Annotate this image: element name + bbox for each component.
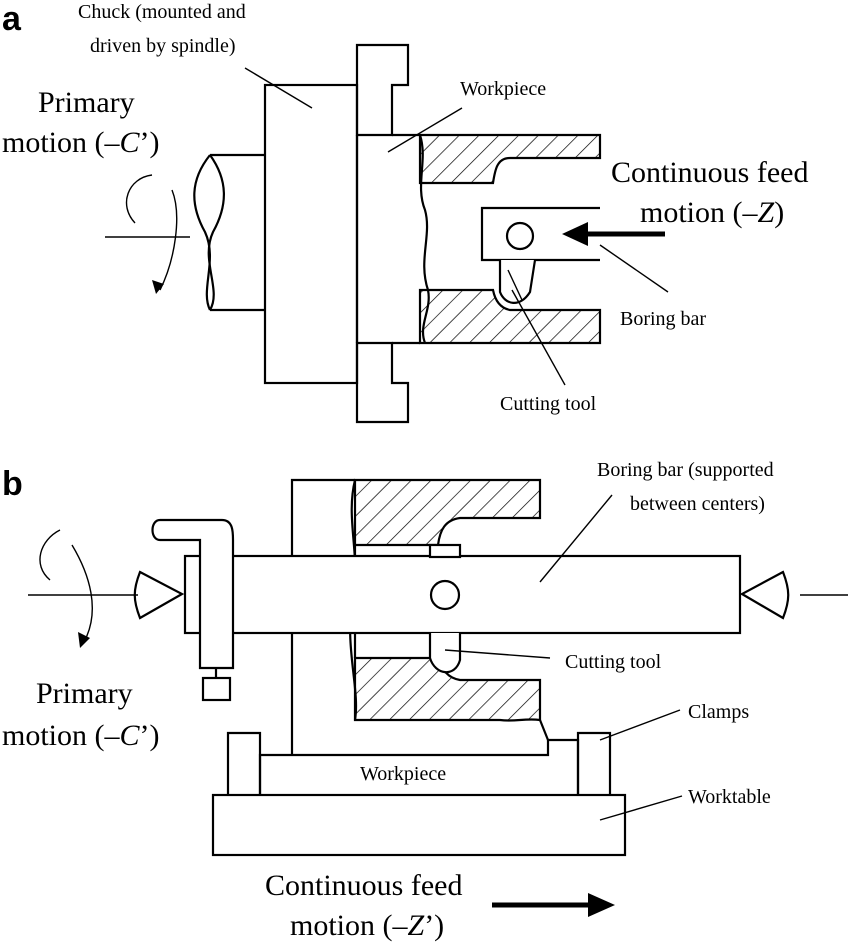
feed-label-a-1: Continuous feed bbox=[611, 156, 808, 189]
panel-b: b bbox=[2, 459, 848, 942]
chuck-label-1: Chuck (mounted and bbox=[78, 1, 246, 23]
workpiece-label-a: Workpiece bbox=[460, 78, 546, 100]
panel-a-letter: a bbox=[2, 0, 22, 38]
cutting-tool-b bbox=[428, 633, 462, 674]
center-right bbox=[739, 570, 790, 620]
clamp-right bbox=[576, 731, 612, 795]
primary-motion-label-a-2: motion (–C’) bbox=[2, 126, 160, 159]
chuck bbox=[263, 83, 359, 385]
boring-bar-a bbox=[480, 206, 600, 304]
clamp-left bbox=[226, 731, 262, 795]
chuck-flange bbox=[355, 43, 410, 137]
cutting-tool-a bbox=[498, 259, 537, 304]
cutting-tool-label-a: Cutting tool bbox=[500, 393, 597, 415]
panel-b-letter: b bbox=[2, 465, 23, 503]
boring-bar-label-b-2: between centers) bbox=[630, 493, 765, 515]
boring-bar-b bbox=[183, 543, 742, 674]
primary-motion-label-a-1: Primary bbox=[38, 86, 135, 119]
workpiece-a bbox=[392, 133, 602, 345]
rotation-arrow-b bbox=[39, 529, 93, 641]
boring-bar-label-a: Boring bar bbox=[620, 308, 706, 330]
primary-motion-label-b-1: Primary bbox=[36, 677, 133, 710]
feed-label-a-2: motion (–Z) bbox=[640, 196, 784, 229]
feed-label-b-2: motion (–Z’) bbox=[290, 909, 444, 942]
chuck-label-2: driven by spindle) bbox=[90, 35, 236, 57]
clamps-label: Clamps bbox=[688, 701, 749, 723]
center-left bbox=[133, 570, 185, 620]
feed-label-b-1: Continuous feed bbox=[265, 869, 462, 902]
cutting-tool-label-b: Cutting tool bbox=[565, 651, 662, 673]
panel-a: a bbox=[2, 0, 808, 424]
worktable bbox=[211, 793, 627, 857]
worktable-label: Worktable bbox=[688, 786, 771, 808]
rotation-arrow-a bbox=[125, 174, 178, 291]
spindle-shaft bbox=[105, 153, 265, 312]
crank-handle bbox=[151, 518, 235, 702]
workpiece-label-b: Workpiece bbox=[360, 763, 446, 785]
boring-bar-label-b-1: Boring bar (supported bbox=[597, 459, 774, 481]
primary-motion-label-b-2: motion (–C’) bbox=[2, 719, 160, 752]
